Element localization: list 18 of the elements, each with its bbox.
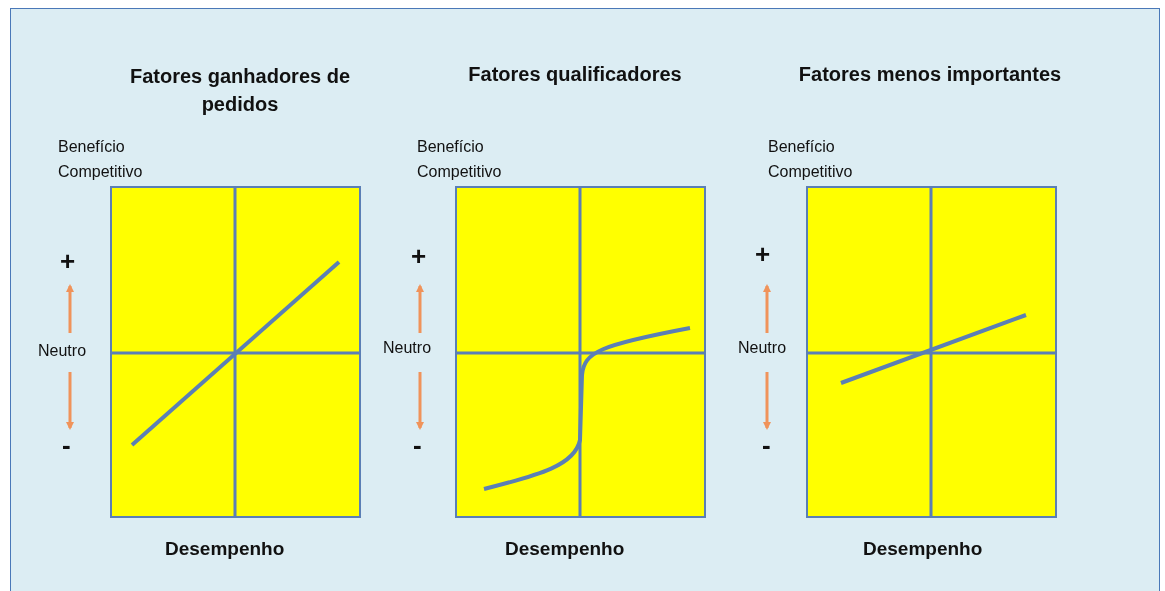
axis-title: Benefício Competitivo [58, 137, 144, 182]
minus-sign: - [413, 430, 422, 461]
plus-sign: + [60, 246, 76, 277]
chart-title: Fatores menos importantes [797, 62, 1063, 87]
axis-title: Desempenho [863, 538, 983, 560]
axis-title: Desempenho [505, 538, 625, 560]
axis-title: Benefício Competitivo [417, 137, 503, 182]
plus-sign: + [411, 241, 427, 272]
axis-label: Neutro [383, 339, 432, 357]
axis-label: Neutro [38, 342, 87, 360]
axis-title: Desempenho [165, 538, 285, 560]
chart-title: Fatores qualificadores [467, 62, 683, 87]
chart-title: Fatores ganhadores de pedidos [128, 64, 352, 117]
plus-sign: + [755, 239, 771, 270]
axis-label: Neutro [738, 339, 787, 357]
axis-title: Benefício Competitivo [768, 137, 854, 182]
minus-sign: - [62, 430, 71, 461]
minus-sign: - [762, 430, 771, 461]
